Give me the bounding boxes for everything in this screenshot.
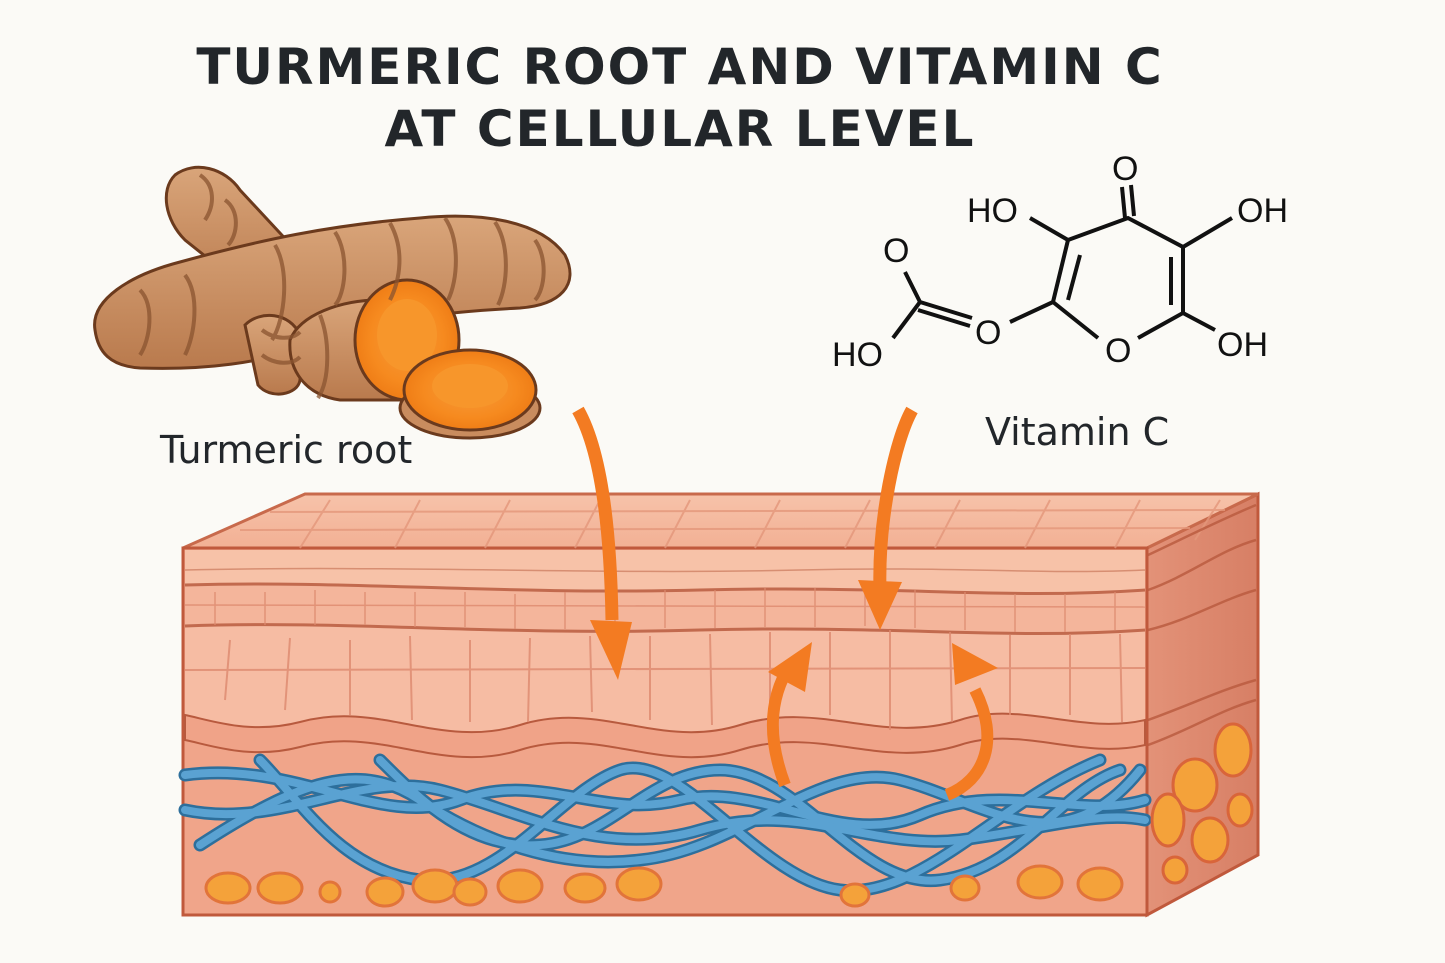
turmeric-root-label: Turmeric root [160,428,413,472]
molecule-bonds [891,184,1234,340]
atom-ho-lower-left: HO [832,336,883,374]
title-line-1: TURMERIC ROOT AND VITAMIN C [196,38,1164,96]
recirculation-left-arrow-icon [766,642,812,788]
surface-cells [239,499,1226,549]
turmeric-ring-marks [138,173,546,400]
skin-top-face [182,492,1259,550]
vitamin-c-label: Vitamin C [985,410,1170,454]
layer-boundaries [184,567,1146,636]
turmeric-arrow-icon [572,406,632,680]
absorption-arrows [572,406,998,801]
atom-ho-upper-left: HO [967,192,1018,230]
atom-ester-oxygen: O [975,314,1001,352]
atom-carbonyl-oxygen: O [883,232,909,270]
vitamin-c-molecule: O HO OH O O HO O OH [832,150,1288,374]
page-title: TURMERIC ROOT AND VITAMIN C AT CELLULAR … [0,36,1360,160]
atom-oh-lower-right: OH [1217,326,1268,364]
vitamin-c-arrow-icon [858,406,918,630]
fat-cells [204,864,1124,908]
basement-membrane [184,712,1146,759]
title-line-2: AT CELLULAR LEVEL [384,100,976,158]
side-fat-cells [1150,722,1254,885]
side-layer-lines [1147,503,1257,747]
atom-oh-upper-right: OH [1237,192,1288,230]
atom-top-oxygen: O [1112,150,1138,188]
skin-cross-section [178,491,1260,918]
atom-ring-oxygen: O [1105,332,1131,370]
spinous-layer [185,624,1145,733]
recirculation-right-arrow-icon [944,643,998,801]
collagen-fibers [178,753,1152,898]
